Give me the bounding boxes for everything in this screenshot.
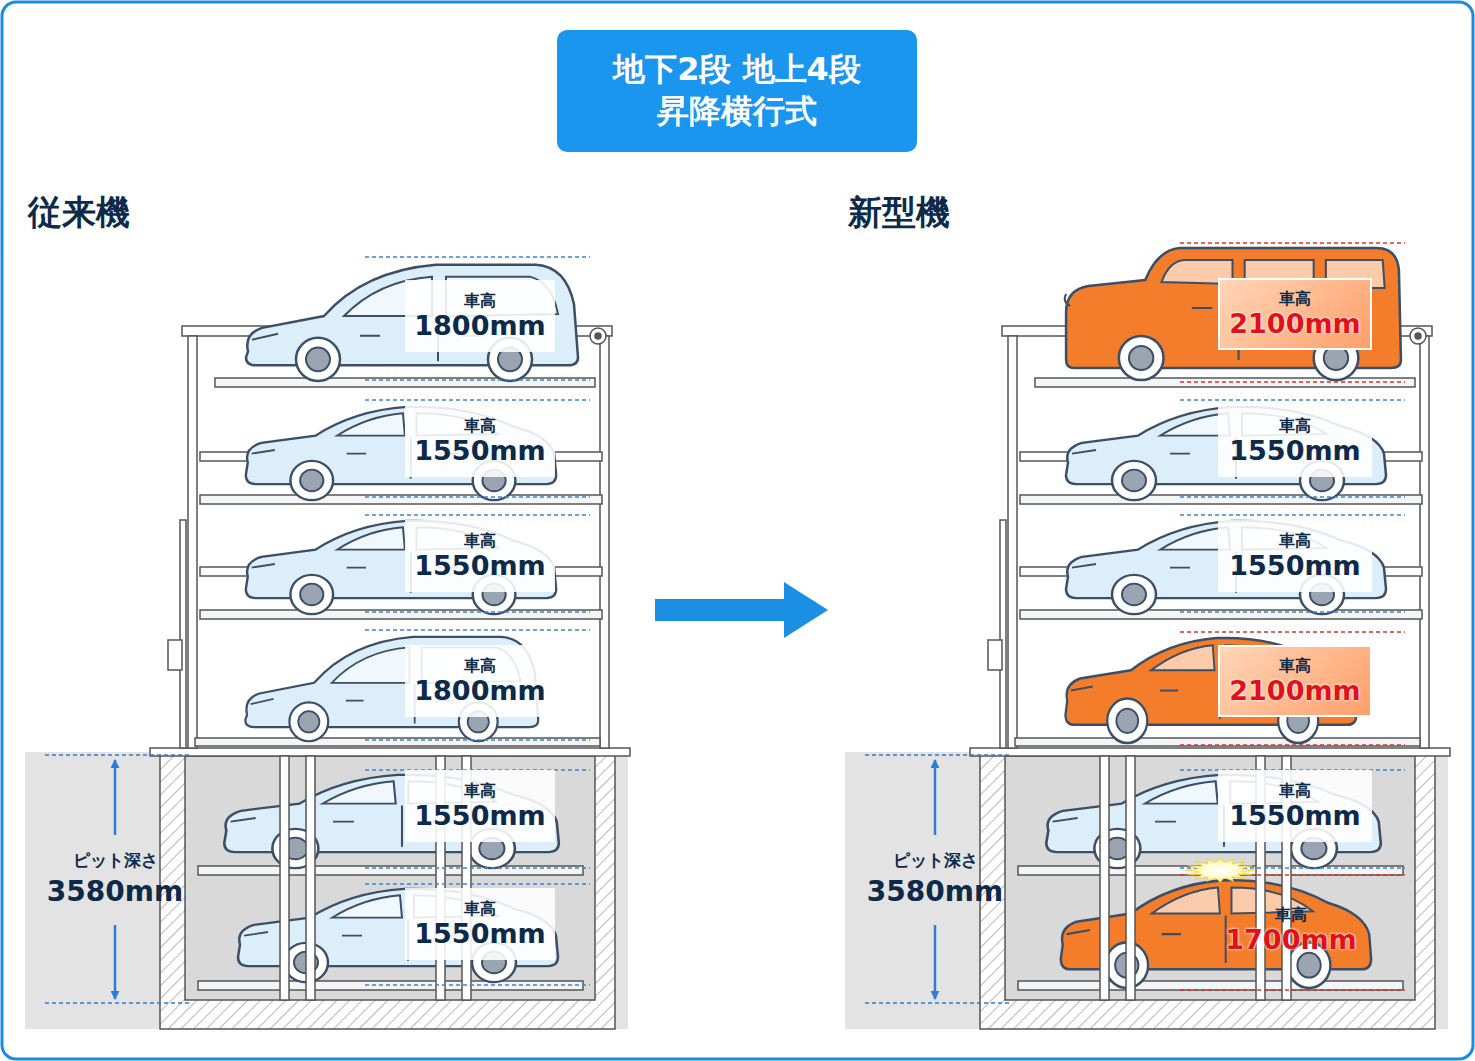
car-height-box: 車高1800mm xyxy=(405,645,555,717)
height-value: 1800mm xyxy=(414,310,545,341)
machine-panel: 車高2100mm車高1550mm車高1550mm車高2100mm車高1550mm… xyxy=(828,190,1458,1035)
cars xyxy=(224,248,1401,988)
height-caption: 車高 xyxy=(1279,781,1311,800)
height-value: 1550mm xyxy=(1229,435,1360,466)
machine-panel: 車高1800mm車高1550mm車高1550mm車高1800mm車高1550mm… xyxy=(15,190,655,1035)
car-height-box: 車高2100mm xyxy=(1218,278,1372,350)
pit-depth-caption: ピット深さ xyxy=(893,849,978,872)
pit-depth-value: 3580mm xyxy=(47,875,183,908)
height-value: 2100mm xyxy=(1229,308,1360,339)
parking-frame xyxy=(845,326,1450,1029)
panel-heading: 新型機 xyxy=(848,190,1475,236)
panel-heading: 従来機 xyxy=(28,190,668,236)
height-value: 1550mm xyxy=(1229,800,1360,831)
height-value: 1700mm xyxy=(1225,924,1356,955)
height-value: 1550mm xyxy=(414,918,545,949)
height-caption: 車高 xyxy=(464,781,496,800)
pit-depth-dimension xyxy=(45,755,1010,1003)
car-height-box: 車高1700mm xyxy=(1185,858,1397,1002)
car-height-box: 車高1550mm xyxy=(405,888,555,960)
height-value: 1550mm xyxy=(414,800,545,831)
height-caption: 車高 xyxy=(464,899,496,918)
height-caption: 車高 xyxy=(1279,289,1311,308)
height-caption: 車高 xyxy=(1279,656,1311,675)
title-box: 地下2段 地上4段 昇降横行式 xyxy=(557,30,917,152)
car-height-box: 車高1550mm xyxy=(405,770,555,842)
car-height-box: 車高1550mm xyxy=(405,405,555,477)
height-value: 1550mm xyxy=(414,435,545,466)
car-height-box: 車高2100mm xyxy=(1218,645,1372,717)
height-guide-lines xyxy=(1180,243,1405,990)
pit-depth-caption: ピット深さ xyxy=(73,849,158,872)
height-caption: 車高 xyxy=(1275,905,1307,924)
car-height-box: 車高1550mm xyxy=(1218,405,1372,477)
height-caption: 車高 xyxy=(464,531,496,550)
parking-frame xyxy=(25,326,630,1029)
car-height-box: 車高1550mm xyxy=(1218,520,1372,592)
flow-arrow xyxy=(655,599,784,621)
height-value: 1550mm xyxy=(1229,550,1360,581)
car-height-box: 車高1550mm xyxy=(1218,770,1372,842)
height-value: 1550mm xyxy=(414,550,545,581)
height-caption: 車高 xyxy=(1279,416,1311,435)
height-caption: 車高 xyxy=(1279,531,1311,550)
height-value: 2100mm xyxy=(1229,675,1360,706)
height-caption: 車高 xyxy=(464,416,496,435)
car-height-box: 車高1550mm xyxy=(405,520,555,592)
pit-depth-value: 3580mm xyxy=(867,875,1003,908)
height-caption: 車高 xyxy=(464,291,496,310)
height-value: 1800mm xyxy=(414,675,545,706)
height-caption: 車高 xyxy=(464,656,496,675)
height-guide-lines xyxy=(365,257,1405,985)
car-height-box: 車高1800mm xyxy=(405,280,555,352)
